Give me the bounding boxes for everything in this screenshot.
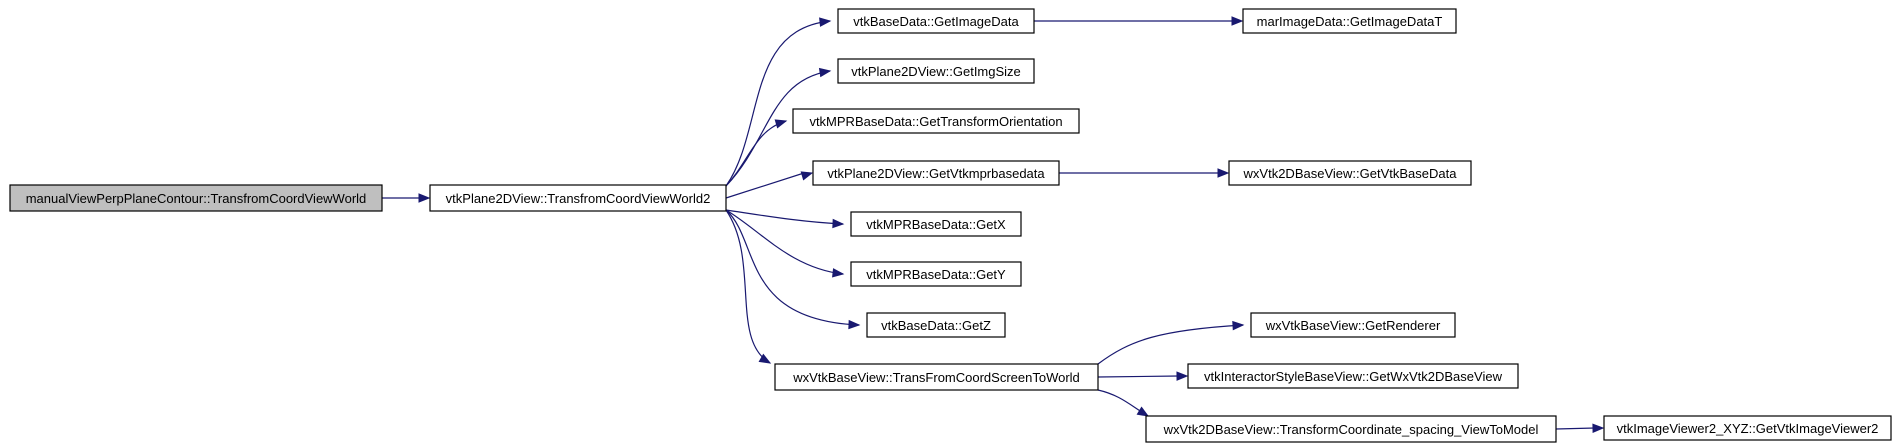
node-box — [837, 8, 1035, 34]
node-label: vtkPlane2DView::GetImgSize — [851, 64, 1021, 79]
call-graph-edge — [1555, 423, 1605, 433]
edge-line — [725, 172, 805, 199]
call-graph-node[interactable]: vtkMPRBaseData::GetY — [850, 261, 1022, 287]
call-graph-edge — [1059, 168, 1230, 178]
node-box — [850, 211, 1022, 237]
arrowhead-icon — [418, 193, 431, 203]
call-graph-node[interactable]: vtkMPRBaseData::GetTransformOrientation — [792, 108, 1080, 134]
call-graph-edge — [725, 67, 832, 187]
node-label: vtkBaseData::GetImageData — [853, 14, 1019, 29]
edge-line — [725, 209, 860, 326]
node-box — [774, 363, 1099, 391]
node-label: vtkBaseData::GetZ — [881, 318, 991, 333]
call-graph-edges — [382, 16, 1605, 433]
arrowhead-icon — [758, 353, 772, 364]
call-graph-edge — [725, 209, 861, 330]
call-graph-node[interactable]: vtkImageViewer2_XYZ::GetVtkImageViewer2 — [1603, 415, 1892, 441]
arrowhead-icon — [832, 268, 845, 278]
arrowhead-icon — [1232, 320, 1245, 331]
call-graph-node[interactable]: vtkBaseData::GetImageData — [837, 8, 1035, 34]
node-label: vtkMPRBaseData::GetTransformOrientation — [809, 114, 1062, 129]
edge-line — [725, 20, 831, 187]
edge-line — [725, 70, 831, 187]
call-graph-node[interactable]: marImageData::GetImageDataT — [1242, 8, 1457, 34]
call-graph-edge — [1097, 320, 1245, 365]
call-graph-edge — [725, 119, 788, 187]
call-graph-edge — [725, 209, 772, 364]
node-box — [837, 58, 1035, 84]
call-graph-node[interactable]: vtkBaseData::GetZ — [866, 312, 1006, 338]
edge-line — [1097, 324, 1244, 365]
call-graph-edge — [725, 171, 814, 199]
arrowhead-icon — [819, 17, 832, 27]
call-graph-node[interactable]: wxVtkBaseView::TransFromCoordScreenToWor… — [774, 363, 1099, 391]
call-graph-edge — [1034, 16, 1244, 26]
edge-line — [1555, 427, 1596, 430]
arrowhead-icon — [774, 119, 788, 129]
node-label: manualViewPerpPlaneContour::TransfromCoo… — [26, 191, 367, 206]
node-label: wxVtkBaseView::GetRenderer — [1265, 318, 1441, 333]
edge-line — [725, 209, 844, 225]
call-graph-node[interactable]: manualViewPerpPlaneContour::TransfromCoo… — [9, 184, 383, 212]
node-label: vtkMPRBaseData::GetY — [866, 267, 1006, 282]
call-graph-edge — [382, 193, 431, 203]
call-graph-node[interactable]: vtkInteractorStyleBaseView::GetWxVtk2DBa… — [1187, 363, 1519, 389]
call-graph-node[interactable]: wxVtk2DBaseView::TransformCoordinate_spa… — [1145, 415, 1557, 443]
node-box — [1603, 415, 1892, 441]
node-label: wxVtk2DBaseView::GetVtkBaseData — [1243, 166, 1458, 181]
node-label: marImageData::GetImageDataT — [1257, 14, 1443, 29]
call-graph-nodes: manualViewPerpPlaneContour::TransfromCoo… — [9, 8, 1892, 443]
arrowhead-icon — [1231, 16, 1244, 26]
node-box — [1187, 363, 1519, 389]
call-graph-node[interactable]: vtkMPRBaseData::GetX — [850, 211, 1022, 237]
node-label: vtkPlane2DView::GetVtkmprbasedata — [827, 166, 1045, 181]
node-box — [812, 160, 1060, 186]
node-label: wxVtk2DBaseView::TransformCoordinate_spa… — [1163, 422, 1539, 437]
arrowhead-icon — [800, 171, 814, 181]
call-graph-edge — [725, 209, 845, 278]
call-graph-node[interactable]: wxVtkBaseView::GetRenderer — [1250, 312, 1456, 338]
arrowhead-icon — [832, 218, 845, 229]
edge-line — [725, 209, 844, 275]
edge-line — [1097, 375, 1180, 378]
node-label: vtkPlane2DView::TransfromCoordViewWorld2 — [446, 191, 711, 206]
node-label: vtkInteractorStyleBaseView::GetWxVtk2DBa… — [1204, 369, 1503, 384]
node-box — [866, 312, 1006, 338]
node-label: wxVtkBaseView::TransFromCoordScreenToWor… — [792, 370, 1080, 385]
arrowhead-icon — [818, 67, 832, 78]
call-graph-node[interactable]: vtkPlane2DView::GetVtkmprbasedata — [812, 160, 1060, 186]
arrowhead-icon — [1592, 423, 1605, 433]
node-box — [429, 184, 727, 212]
node-box — [1242, 8, 1457, 34]
node-box — [1145, 415, 1557, 443]
node-box — [792, 108, 1080, 134]
call-graph-edge — [725, 209, 845, 229]
call-graph-edge — [725, 17, 832, 187]
call-graph-edge — [1097, 389, 1150, 417]
node-box — [1250, 312, 1456, 338]
node-box — [1228, 160, 1472, 186]
call-graph-node[interactable]: vtkPlane2DView::GetImgSize — [837, 58, 1035, 84]
arrowhead-icon — [1176, 371, 1189, 381]
node-box — [9, 184, 383, 212]
node-label: vtkImageViewer2_XYZ::GetVtkImageViewer2 — [1617, 421, 1879, 436]
call-graph-node[interactable]: vtkPlane2DView::TransfromCoordViewWorld2 — [429, 184, 727, 212]
node-box — [850, 261, 1022, 287]
call-graph-node[interactable]: wxVtk2DBaseView::GetVtkBaseData — [1228, 160, 1472, 186]
edge-line — [725, 209, 771, 364]
call-graph-edge — [1097, 371, 1189, 381]
arrowhead-icon — [1217, 168, 1230, 178]
arrowhead-icon — [1136, 406, 1150, 417]
arrowhead-icon — [848, 319, 861, 330]
node-label: vtkMPRBaseData::GetX — [866, 217, 1006, 232]
